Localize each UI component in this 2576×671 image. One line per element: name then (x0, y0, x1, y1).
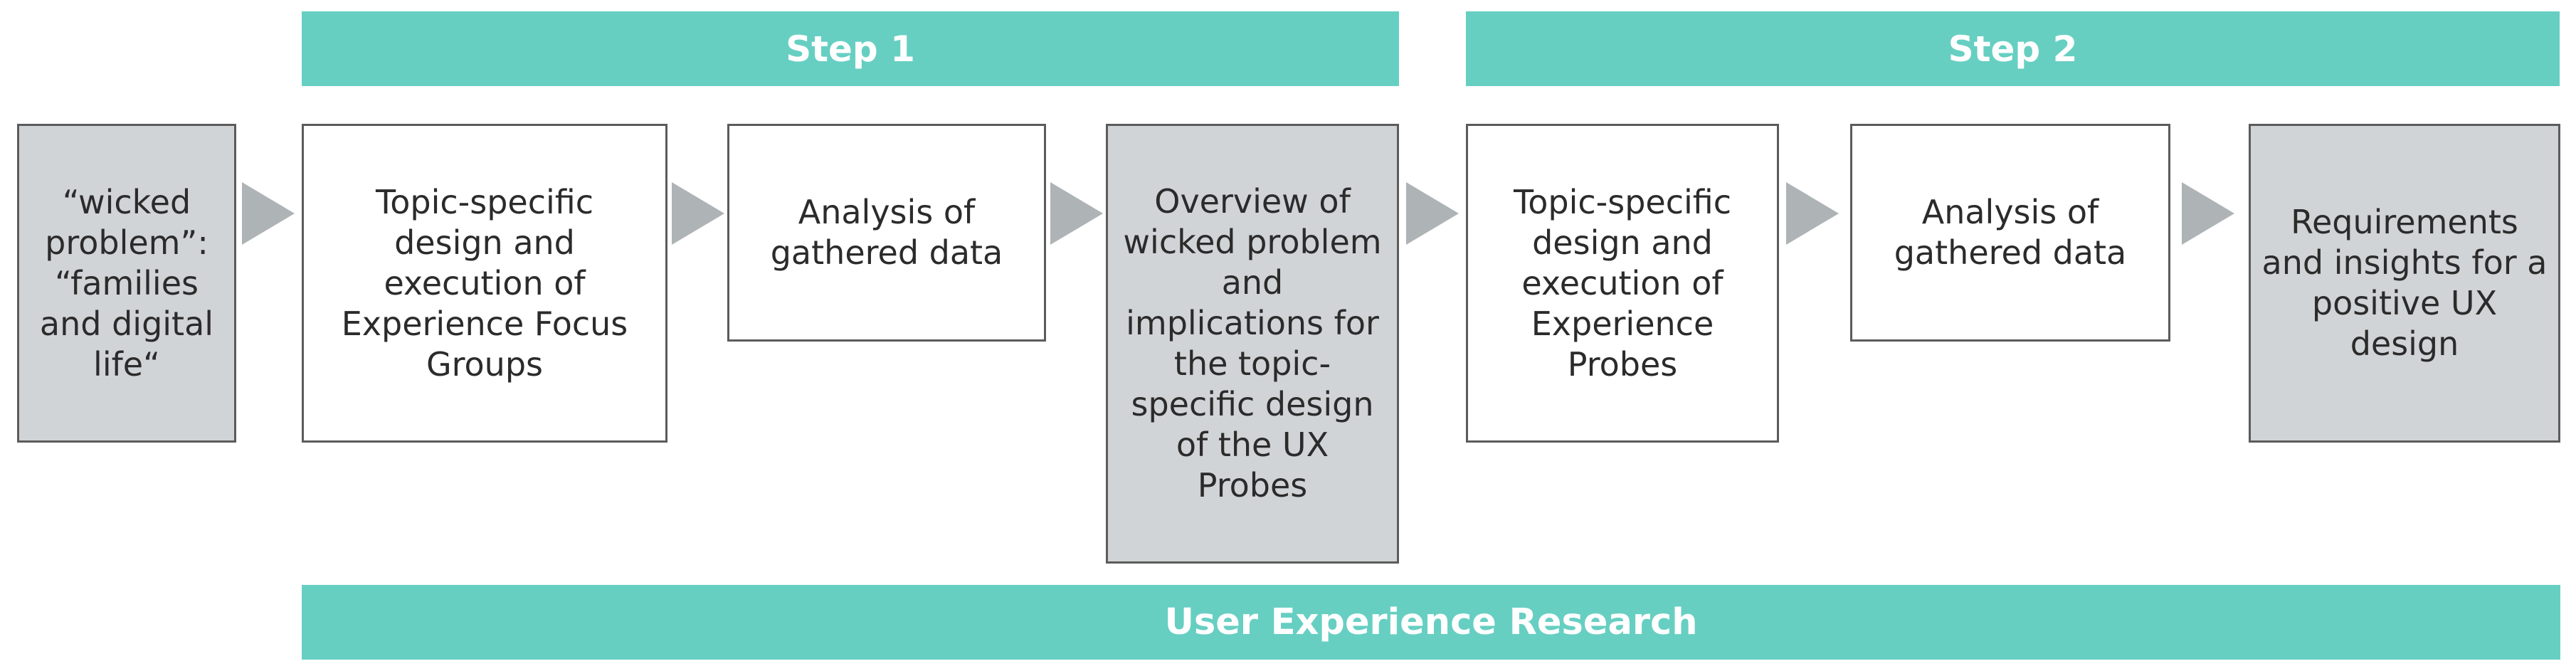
experience-probes-text: Topic-specific design and execution of E… (1513, 182, 1732, 384)
arrow-right-icon (672, 182, 724, 245)
arrow-right-icon (1406, 182, 1459, 245)
requirements-box: Requirements and insights for a positive… (2249, 124, 2560, 443)
analysis-step2-box: Analysis of gathered data (1850, 124, 2170, 342)
wicked-problem-box: “wicked problem”: “families and digital … (17, 124, 236, 443)
user-experience-research-band: User Experience Research (302, 585, 2560, 660)
step-2-band: Step 2 (1466, 11, 2560, 86)
user-experience-research-label: User Experience Research (1164, 601, 1698, 643)
requirements-text: Requirements and insights for a positive… (2261, 203, 2548, 363)
step-1-band: Step 1 (302, 11, 1399, 86)
wicked-problem-text: “wicked problem”: “families and digital … (39, 182, 214, 384)
experience-probes-box: Topic-specific design and execution of E… (1466, 124, 1779, 443)
step-2-label: Step 2 (1948, 28, 2078, 70)
arrow-right-icon (1786, 182, 1839, 245)
arrow-right-icon (1050, 182, 1103, 245)
analysis-step2-text: Analysis of gathered data (1894, 193, 2127, 272)
arrow-right-icon (2182, 182, 2234, 245)
arrow-right-icon (242, 182, 295, 245)
overview-box: Overview of wicked problem and implicati… (1106, 124, 1399, 564)
focus-groups-text: Topic-specific design and execution of E… (341, 182, 628, 384)
analysis-step1-text: Analysis of gathered data (770, 193, 1003, 272)
analysis-step1-box: Analysis of gathered data (727, 124, 1046, 342)
focus-groups-box: Topic-specific design and execution of E… (302, 124, 667, 443)
step-1-label: Step 1 (786, 28, 915, 70)
overview-text: Overview of wicked problem and implicati… (1123, 182, 1382, 504)
